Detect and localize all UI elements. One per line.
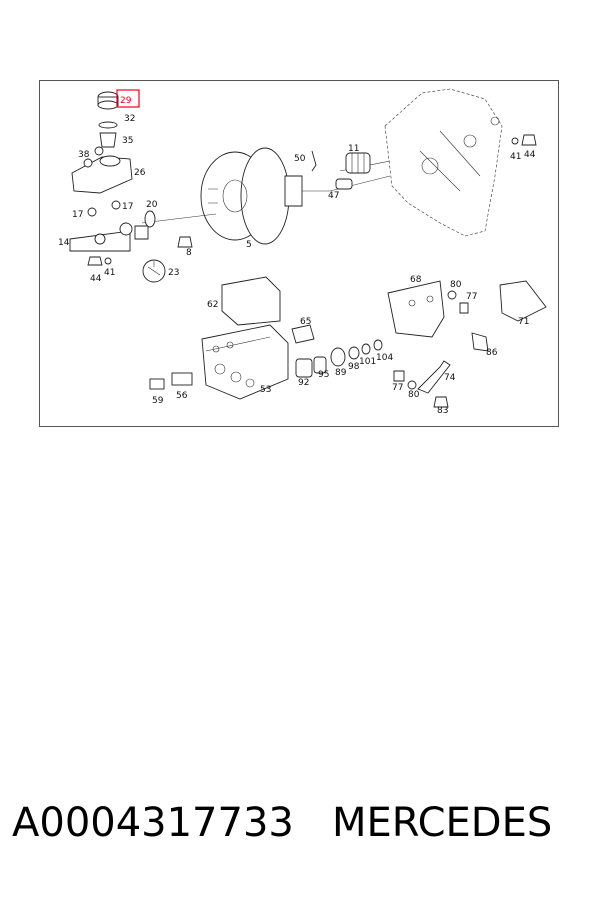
master-cylinder xyxy=(69,222,149,252)
label-92[interactable]: 92 xyxy=(298,378,309,388)
sleeve-95 xyxy=(313,356,327,374)
washer-41b xyxy=(511,137,519,145)
plug-17b xyxy=(111,200,121,210)
label-8[interactable]: 8 xyxy=(186,248,192,258)
clamp-65 xyxy=(291,324,315,344)
part-caption: A0004317733 MERCEDES xyxy=(12,800,592,860)
label-74[interactable]: 74 xyxy=(444,373,456,383)
nut-44b xyxy=(521,134,537,146)
hydraulic-unit xyxy=(201,324,289,400)
cover-62 xyxy=(221,276,281,326)
label-5[interactable]: 5 xyxy=(246,240,252,250)
parts-diagram: 29 32 35 38 26 17 17 20 14 44 41 23 8 5 … xyxy=(39,80,559,427)
label-68[interactable]: 68 xyxy=(410,275,422,285)
bolt-77a xyxy=(459,302,469,314)
connector-56 xyxy=(171,372,193,386)
label-29[interactable]: 29 xyxy=(120,96,132,106)
label-89[interactable]: 89 xyxy=(335,368,347,378)
label-98[interactable]: 98 xyxy=(348,362,360,372)
washer-80a xyxy=(447,290,457,300)
label-17a[interactable]: 17 xyxy=(72,210,83,220)
reservoir-cap xyxy=(97,91,119,110)
label-44a[interactable]: 44 xyxy=(90,274,102,284)
bolt-77b xyxy=(393,370,405,382)
label-80b[interactable]: 80 xyxy=(408,390,420,400)
label-14[interactable]: 14 xyxy=(58,238,70,248)
label-83[interactable]: 83 xyxy=(437,406,448,416)
rod-47 xyxy=(335,178,353,190)
label-38[interactable]: 38 xyxy=(78,150,90,160)
bulkhead-panel xyxy=(384,88,503,237)
label-77a[interactable]: 77 xyxy=(466,292,477,302)
label-32[interactable]: 32 xyxy=(124,114,135,124)
label-62[interactable]: 62 xyxy=(207,300,218,310)
part-number: A0004317733 xyxy=(12,800,294,846)
label-44b[interactable]: 44 xyxy=(524,150,536,160)
label-23[interactable]: 23 xyxy=(168,268,179,278)
label-17b[interactable]: 17 xyxy=(122,202,133,212)
label-41a[interactable]: 41 xyxy=(104,268,115,278)
label-53[interactable]: 53 xyxy=(260,385,271,395)
bracket-68 xyxy=(387,280,445,338)
label-86[interactable]: 86 xyxy=(486,348,498,358)
label-41b[interactable]: 41 xyxy=(510,152,521,162)
washer-80b xyxy=(407,380,417,390)
mount-89 xyxy=(330,347,346,367)
plug-17a xyxy=(87,207,97,217)
label-80a[interactable]: 80 xyxy=(450,280,462,290)
label-71[interactable]: 71 xyxy=(518,317,529,327)
connector-59 xyxy=(149,378,165,390)
label-77b[interactable]: 77 xyxy=(392,383,403,393)
fluid-reservoir xyxy=(71,155,133,194)
label-26[interactable]: 26 xyxy=(134,168,146,178)
caption-gap xyxy=(294,800,332,846)
brake-booster xyxy=(200,147,330,245)
washer-98 xyxy=(348,346,360,360)
nut-8 xyxy=(177,236,193,248)
seal-38 xyxy=(94,146,104,156)
o-ring-20 xyxy=(144,210,156,228)
clip-86 xyxy=(471,332,489,352)
part-labels: 29 32 35 38 26 17 17 20 14 44 41 23 8 5 … xyxy=(58,96,536,416)
label-20[interactable]: 20 xyxy=(146,200,158,210)
label-59[interactable]: 59 xyxy=(152,396,164,406)
label-47[interactable]: 47 xyxy=(328,191,339,201)
label-95[interactable]: 95 xyxy=(318,370,329,380)
bushing-92 xyxy=(295,358,313,378)
label-35[interactable]: 35 xyxy=(122,136,133,146)
nut-83 xyxy=(433,396,449,408)
brand-name: MERCEDES xyxy=(332,800,553,846)
nut-44a xyxy=(87,256,103,266)
bracket-71 xyxy=(499,280,547,322)
label-104[interactable]: 104 xyxy=(376,353,393,363)
boot-11 xyxy=(345,152,371,174)
strainer xyxy=(99,132,117,148)
label-65[interactable]: 65 xyxy=(300,317,311,327)
washer-101 xyxy=(361,343,371,355)
seal-ring xyxy=(98,121,118,129)
clip-50 xyxy=(311,150,317,172)
exploded-view: 29 32 35 38 26 17 17 20 14 44 41 23 8 5 … xyxy=(58,88,547,416)
highlight-box xyxy=(116,89,140,108)
label-101[interactable]: 101 xyxy=(359,357,376,367)
nut-104 xyxy=(373,339,383,351)
strap-74 xyxy=(417,360,451,394)
label-56[interactable]: 56 xyxy=(176,391,188,401)
label-11[interactable]: 11 xyxy=(348,144,359,154)
label-50[interactable]: 50 xyxy=(294,154,306,164)
washer-41a xyxy=(104,257,112,265)
